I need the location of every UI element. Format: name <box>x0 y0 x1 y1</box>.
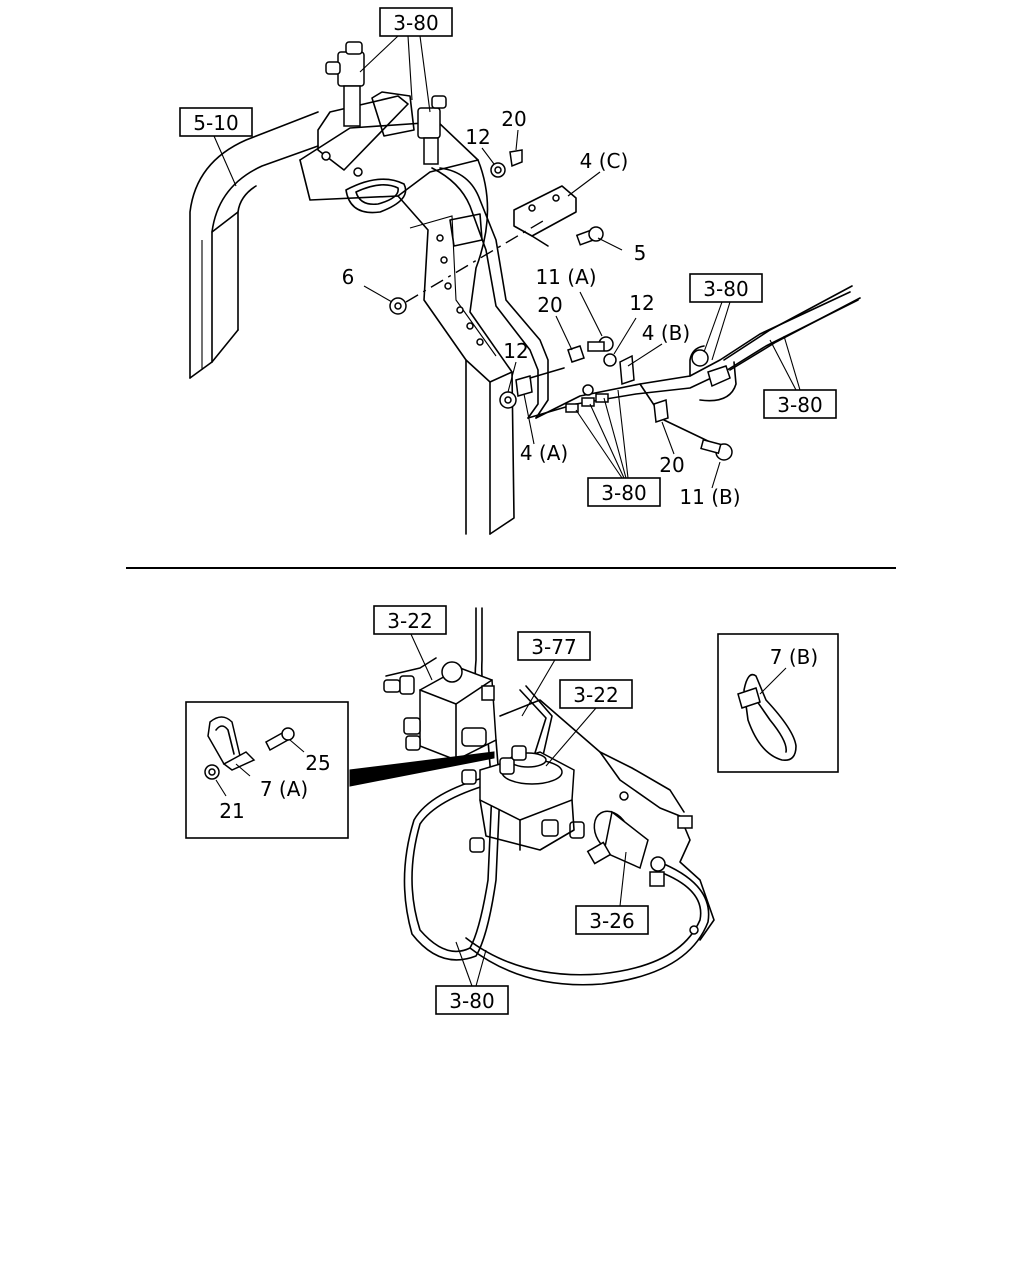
nut-6 <box>389 217 549 315</box>
valve-left <box>383 657 497 761</box>
valve-right <box>461 745 585 853</box>
callout-bolt-11b: 11 (B) <box>679 485 740 509</box>
ref-box-top-valves[interactable]: 3-80 <box>379 7 453 37</box>
callout-bolt-5: 5 <box>634 241 647 265</box>
callout-bracket-4a: 4 (A) <box>520 441 568 465</box>
callout-tie-7b: 7 (B) <box>770 645 818 669</box>
detail-pointer <box>349 751 495 787</box>
svg-text:3-77: 3-77 <box>531 635 576 659</box>
svg-text:3-80: 3-80 <box>777 393 822 417</box>
ref-box-middle-fittings[interactable]: 3-80 <box>587 477 661 507</box>
upper-leaders <box>213 35 801 489</box>
detail-box-clamp: 7 (A) 25 21 <box>185 701 349 839</box>
ref-box-right-lower[interactable]: 3-80 <box>763 389 837 419</box>
callout-bracket-4b: 4 (B) <box>642 321 690 345</box>
callout-bracket-4c: 4 (C) <box>580 149 629 173</box>
ref-box-valve-right[interactable]: 3-22 <box>559 679 633 709</box>
callout-nut-12-mid: 12 <box>629 291 654 315</box>
bracket-4c <box>513 185 577 247</box>
ref-box-right-upper[interactable]: 3-80 <box>689 273 763 303</box>
bolt-11a <box>587 336 614 352</box>
callout-nut-12-top: 12 <box>465 125 490 149</box>
bracket-valve <box>586 810 666 887</box>
lower-figure: 3-22 3-77 3-22 3-26 3-80 <box>185 605 839 1015</box>
ref-box-5-10[interactable]: 5-10 <box>179 107 253 137</box>
svg-text:3-80: 3-80 <box>703 277 748 301</box>
bracket-4b <box>619 354 635 386</box>
callout-nut-6: 6 <box>342 265 355 289</box>
ref-box-bottom-hoses[interactable]: 3-80 <box>435 985 509 1015</box>
top-valves <box>325 41 549 419</box>
middle-tube-run <box>527 285 861 443</box>
nut-12-mid <box>603 353 617 367</box>
svg-text:3-80: 3-80 <box>449 989 494 1013</box>
clip-20-mid <box>567 345 585 363</box>
bolt-11b <box>700 438 733 461</box>
frame-pillar <box>299 95 515 535</box>
ref-box-bracket-valve[interactable]: 3-26 <box>575 905 649 935</box>
nut-12-top <box>490 162 506 178</box>
callout-bolt-11a: 11 (A) <box>535 265 596 289</box>
ref-box-valve-left[interactable]: 3-22 <box>373 605 447 635</box>
nut-12-left <box>499 391 517 409</box>
svg-text:3-22: 3-22 <box>573 683 618 707</box>
ref-box-valve-pipe[interactable]: 3-77 <box>517 631 591 661</box>
callout-clamp-7a: 7 (A) <box>260 777 308 801</box>
detail-box-tie: 7 (B) <box>717 633 839 773</box>
callout-clip-20-low: 20 <box>659 453 684 477</box>
callout-clip-20-top: 20 <box>501 107 526 131</box>
callout-nut-12-left: 12 <box>503 339 528 363</box>
svg-text:3-26: 3-26 <box>589 909 634 933</box>
callout-nut-21: 21 <box>219 799 244 823</box>
cab-frame-member <box>189 111 319 379</box>
svg-text:3-22: 3-22 <box>387 609 432 633</box>
svg-text:3-80: 3-80 <box>601 481 646 505</box>
mounting-plate <box>499 699 715 941</box>
svg-text:5-10: 5-10 <box>193 111 238 135</box>
svg-text:3-80: 3-80 <box>393 11 438 35</box>
callout-bolt-25: 25 <box>305 751 330 775</box>
upper-figure: 3-80 5-10 3-80 3-80 3-80 12 20 4 (C) 5 6… <box>179 7 861 535</box>
bolt-5 <box>575 226 604 246</box>
lower-leaders <box>409 631 627 987</box>
clip-20-top <box>509 149 523 168</box>
callout-clip-20-mid: 20 <box>537 293 562 317</box>
clip-20-low <box>653 398 669 424</box>
bracket-4a <box>515 367 565 397</box>
